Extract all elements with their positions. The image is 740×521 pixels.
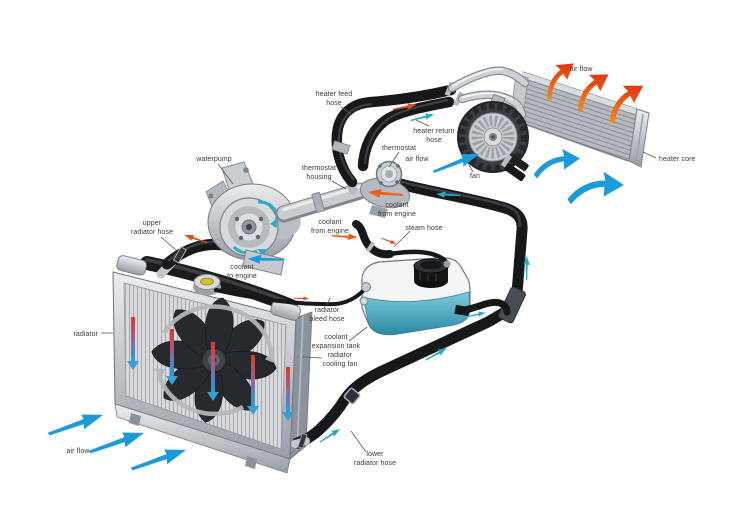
air-flow-arrow	[128, 444, 189, 474]
label-thermostat: thermostat	[382, 145, 416, 152]
label-heater-return-hose: hose	[426, 137, 442, 144]
heater-pipes	[447, 66, 530, 120]
label-lower-radiator-hose: lower	[366, 451, 384, 458]
label-waterpump: waterpump	[195, 156, 232, 163]
air-flow-arrow	[566, 163, 624, 222]
heater-fan	[457, 93, 529, 182]
leader-heater-return-hose	[415, 119, 430, 127]
hose-clamp	[343, 387, 361, 405]
expansion-tank-cap	[413, 258, 449, 288]
label-coolant-from-engine: from engine	[311, 228, 349, 235]
label-coolant-to-engine: to engine	[227, 273, 257, 280]
label-coolant-from-engine: coolant	[385, 202, 408, 209]
label-coolant-expansion-tank: coolant	[324, 334, 347, 341]
expansion-tank	[361, 257, 471, 336]
leader-thermostat	[388, 151, 400, 168]
label-upper-radiator-hose: radiator hose	[131, 229, 173, 236]
label-thermostat-housing: thermostat	[302, 165, 336, 172]
leader-lower-radiator-hose	[350, 430, 367, 453]
housing-mount	[369, 205, 388, 218]
radiator-foot	[129, 413, 141, 426]
label-radiator: radiator	[73, 331, 98, 338]
leader-radiator-bleed-hose	[326, 297, 331, 306]
label-air-flow-heater: air flow	[570, 66, 594, 73]
radiator-corner-cap	[116, 255, 147, 276]
coolant-temperature-arrows	[127, 317, 294, 421]
label-heater-return-hose: heater return	[413, 128, 454, 135]
label-heater-feed-hose: heater feed	[316, 91, 353, 98]
label-fan: fan	[470, 173, 480, 180]
radiator-side-highlight	[296, 315, 304, 451]
fan-outlet	[500, 153, 529, 182]
radiator-cap	[193, 274, 221, 296]
label-lower-radiator-hose: radiator hose	[354, 460, 396, 467]
leader-fan	[467, 162, 474, 173]
hose-connector	[331, 140, 351, 155]
hose-clamp	[172, 246, 187, 264]
label-heater-core: heater core	[659, 156, 696, 163]
label-radiator-cooling-fan: radiator	[328, 352, 353, 359]
hot-flow-arrow	[293, 295, 310, 301]
leader-upper-radiator-hose	[160, 236, 177, 251]
bolt	[243, 167, 249, 173]
hose-clamp	[297, 432, 308, 449]
leader-heater-feed-hose	[340, 106, 353, 116]
label-thermostat-housing: housing	[306, 174, 331, 181]
coolant-level	[362, 291, 471, 335]
pump-pulley	[219, 197, 279, 257]
bolt	[208, 193, 214, 199]
leader-expansion-tank	[348, 326, 368, 342]
thermostat	[375, 160, 403, 188]
leader-steam-hose	[393, 230, 411, 248]
radiator-bleed-hose	[214, 282, 371, 307]
label-radiator-cooling-fan: cooling fan	[323, 361, 358, 368]
radiator	[112, 255, 313, 474]
label-steam-hose: steam hose	[405, 225, 442, 232]
label-radiator-bleed-hose: radiator	[315, 307, 340, 314]
hot-flow-arrow	[380, 235, 397, 247]
leader-heater-core	[642, 151, 657, 159]
fan-rotation-arrow	[151, 304, 279, 417]
label-heater-feed-hose: hose	[326, 100, 342, 107]
steam-hose	[352, 220, 451, 269]
radiator-foot	[245, 456, 257, 469]
tank-neck	[361, 282, 371, 292]
pipe-band	[311, 191, 326, 214]
air-flow-arrow	[86, 427, 147, 457]
label-coolant-expansion-tank: expansion tank	[312, 343, 361, 350]
label-coolant-from-engine: from engine	[378, 211, 416, 218]
labels: air flow heater feed hose heater return …	[67, 66, 696, 467]
water-pump	[205, 161, 301, 276]
label-coolant-from-engine: coolant	[318, 219, 341, 226]
label-air-flow-fan: air flow	[406, 156, 430, 163]
pump-outlet-flange	[242, 249, 285, 276]
tank-outlet-hose	[460, 298, 511, 316]
radiator-bottom-tank	[114, 403, 291, 474]
tank-neck	[443, 260, 451, 268]
air-flow-arrow	[45, 409, 106, 439]
label-radiator-bleed-hose: bleed hose	[309, 316, 344, 323]
air-flow-arrow	[532, 142, 581, 192]
heater-feed-hose	[331, 81, 457, 188]
leader-waterpump	[217, 163, 234, 185]
leader-lines	[101, 106, 657, 453]
leader-thermostat-housing	[331, 180, 347, 190]
leader-radiator-cooling-fan	[302, 356, 323, 359]
hose-clamp	[365, 241, 376, 253]
label-coolant-to-engine: coolant	[230, 264, 253, 271]
label-air-flow-radiator: air flow	[67, 448, 91, 455]
label-upper-radiator-hose: upper	[143, 220, 162, 227]
